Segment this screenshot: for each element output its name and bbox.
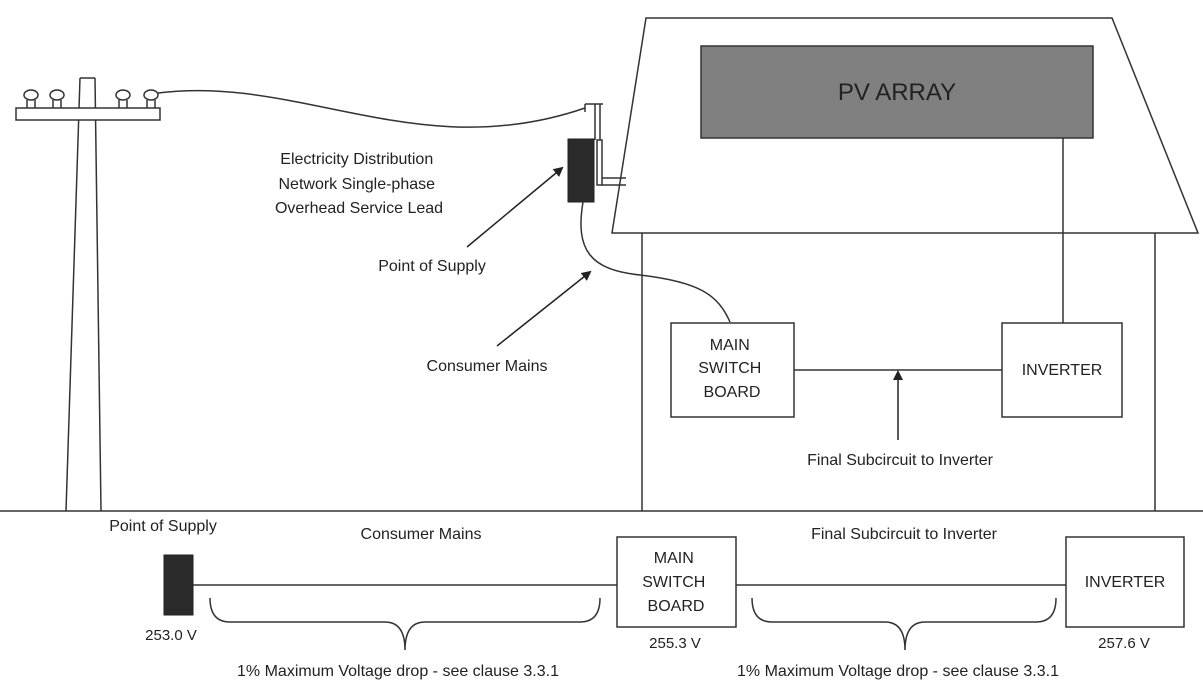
main-switch-board-bottom-label: MAIN SWITCH BOARD (642, 550, 710, 615)
brace-final-subcircuit (751, 597, 1057, 651)
voltage-point-of-supply: 253.0 V (145, 627, 197, 644)
voltage-inverter: 257.6 V (1098, 635, 1150, 652)
pv-array (700, 45, 1094, 139)
final-subcircuit-label-top: Final Subcircuit to Inverter (807, 452, 994, 469)
service-bracket (584, 103, 626, 186)
overhead-lead-label: Electricity Distribution Network Single-… (275, 151, 443, 217)
point-of-supply-block (163, 554, 194, 616)
insulator-icon (49, 89, 65, 108)
point-of-supply-arrow (466, 166, 564, 248)
pv-array-label: PV ARRAY (838, 79, 956, 106)
inverter-bottom-label: INVERTER (1085, 574, 1166, 591)
voltage-main-switch-board: 255.3 V (649, 635, 701, 652)
final-subcircuit-label-bottom: Final Subcircuit to Inverter (811, 526, 998, 543)
voltage-drop-note-consumer-mains: 1% Maximum Voltage drop - see clause 3.3… (237, 663, 559, 680)
inverter-bottom (1065, 536, 1185, 628)
point-of-supply-label-bottom: Point of Supply (109, 518, 217, 535)
consumer-mains-label-bottom: Consumer Mains (361, 526, 482, 543)
insulator-icon (23, 89, 39, 108)
main-switch-board (670, 322, 795, 418)
utility-pole (15, 77, 161, 512)
pole-crossarm (15, 107, 161, 121)
meter-box (567, 138, 595, 203)
overhead-service-lead (157, 89, 586, 128)
consumer-mains-cable (580, 201, 731, 323)
insulator-icon (143, 89, 159, 108)
consumer-mains-arrow (496, 270, 592, 347)
point-of-supply-label-top: Point of Supply (378, 258, 486, 275)
consumer-mains-label-top: Consumer Mains (427, 358, 548, 375)
brace-consumer-mains (209, 597, 601, 651)
inverter (1001, 322, 1123, 418)
voltage-drop-note-final-subcircuit: 1% Maximum Voltage drop - see clause 3.3… (737, 663, 1059, 680)
main-switch-board-label: MAIN SWITCH BOARD (698, 337, 766, 401)
main-switch-board-bottom (616, 536, 737, 628)
inverter-label: INVERTER (1022, 362, 1103, 379)
insulator-icon (115, 89, 131, 108)
